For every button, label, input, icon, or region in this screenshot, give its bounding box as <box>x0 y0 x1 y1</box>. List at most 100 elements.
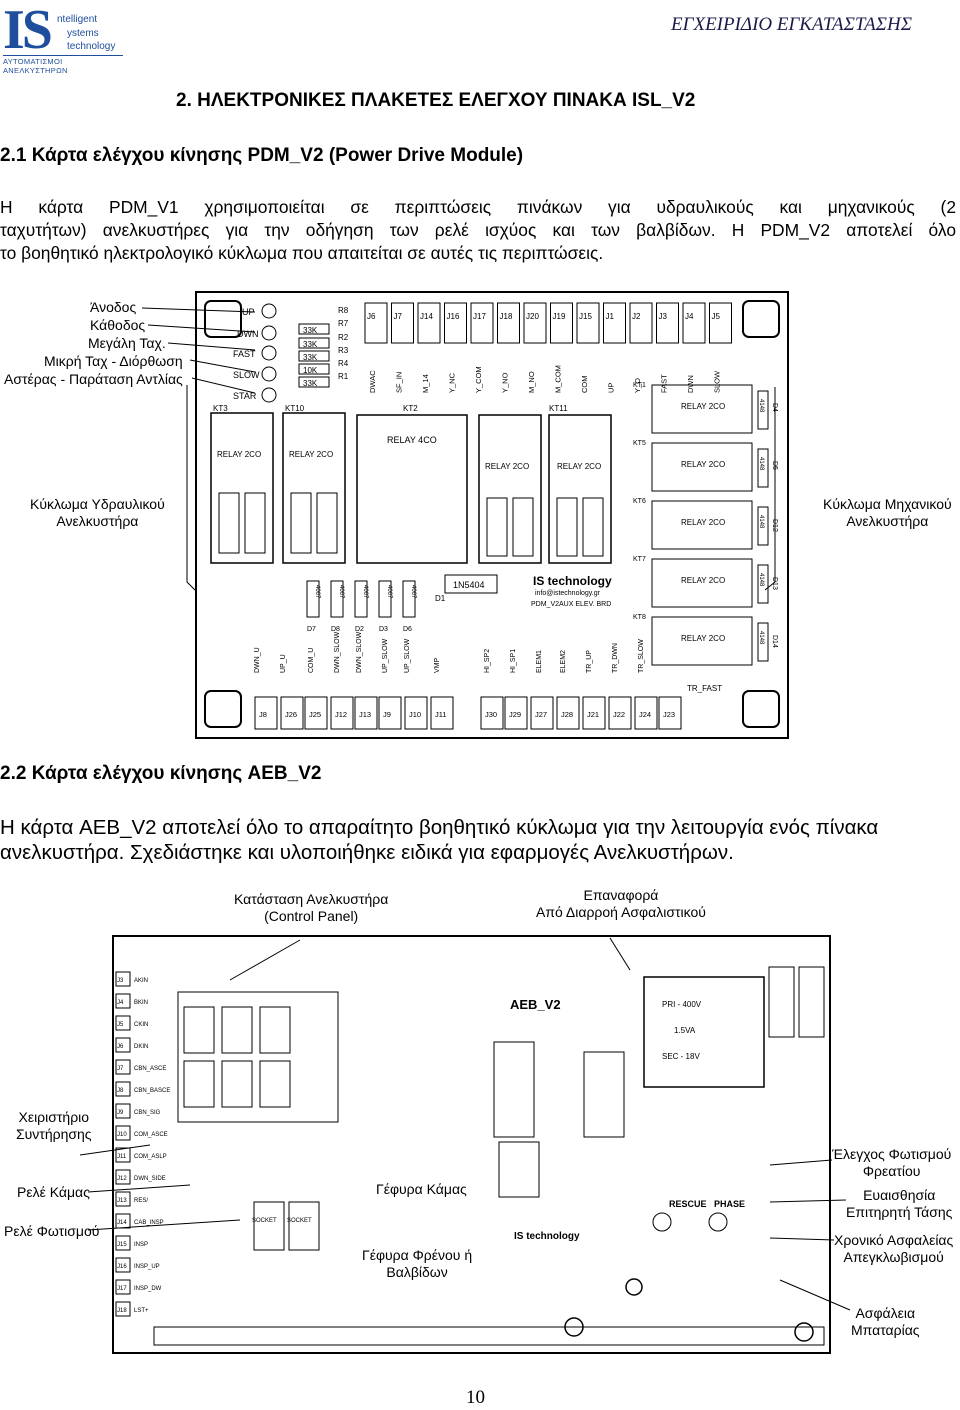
bottom-signal-label: UP_U <box>280 654 287 673</box>
top-connector <box>576 302 600 344</box>
left-signal-label: CBN_SIG <box>134 1110 161 1116</box>
bottom-diode-ref: D7 <box>307 626 316 633</box>
bottom-signal-label: DWN_SLOW <box>356 631 363 673</box>
bottom-connector-label: J27 <box>535 710 547 719</box>
bottom-diode-ref: D2 <box>355 626 364 633</box>
callout-reset-line2: Από Διαρροή Ασφαλιστικού <box>536 904 706 920</box>
callout-mechanical-line2: Ανελκυστήρα <box>846 513 929 529</box>
bottom-connector-label: J21 <box>587 710 599 719</box>
bottom-connector <box>504 696 528 730</box>
bottom-connector-label: J24 <box>639 710 651 719</box>
callout-battery-fuse-line2: Μπαταρίας <box>851 1322 920 1338</box>
aeb-heading: 2.2 Κάρτα ελέγχου κίνησης AEB_V2 <box>0 763 322 784</box>
right-relay-ref: KT6 <box>633 498 646 505</box>
right-relay <box>651 442 753 492</box>
bottom-diode <box>306 580 320 618</box>
bottom-signal-label: UP_SLOW <box>404 638 411 673</box>
callout-hydraulic: Κύκλωμα Υδραυλικού Ανελκυστήρα <box>30 496 165 530</box>
top-signal-label: Y_O <box>633 378 642 393</box>
left-connector-label: J7 <box>117 1066 124 1072</box>
bottom-signal-label: ELEM2 <box>560 650 567 673</box>
transformer-va: 1.5VA <box>674 1026 696 1035</box>
right-diode-type: 4148 <box>758 631 764 645</box>
mounting-hole <box>742 300 780 338</box>
bottom-connector-label: J13 <box>359 710 371 719</box>
callout-reset-line1: Επαναφορά <box>583 887 659 903</box>
left-connector <box>115 971 131 987</box>
left-connector-label: J12 <box>117 1176 127 1182</box>
resistor-value: 33K <box>303 353 318 362</box>
left-signal-label: LST+ <box>134 1308 149 1314</box>
callout-control-panel-line1: Κατάσταση Ανελκυστήρα <box>234 891 389 907</box>
bottom-diode-type: 4007 <box>314 585 320 599</box>
top-signal-label: Y_COM <box>474 366 483 393</box>
top-signal-label: FAST <box>660 374 669 393</box>
relay-kt11: RELAY 2CO <box>478 414 542 564</box>
relay-type: RELAY 2CO <box>289 450 333 459</box>
bottom-diode <box>330 580 344 618</box>
top-signal-label: DWAC <box>368 370 377 393</box>
top-signal-label: Y_NC <box>448 372 457 393</box>
mounting-hole <box>204 300 242 338</box>
callout-slow: Μικρή Ταχ - Διόρθωση <box>44 353 183 369</box>
left-signal-label: CBN_BASCE <box>134 1088 170 1094</box>
bottom-connector-label: J9 <box>383 710 391 719</box>
transformer-secondary: SEC - 18V <box>662 1052 700 1061</box>
callout-shaft-light-line1: Έλεγχος Φωτισμού <box>832 1146 952 1162</box>
left-connector-label: J15 <box>117 1242 127 1248</box>
bottom-diode <box>378 580 392 618</box>
resistor-ref: R8 <box>338 306 349 315</box>
page-number: 10 <box>466 1387 485 1408</box>
callout-control-panel-line2: (Control Panel) <box>264 908 359 924</box>
callout-car-relay: Ρελέ Κάμας <box>17 1184 90 1200</box>
left-signal-label: INSP_UP <box>134 1264 160 1270</box>
callout-cam-bridge: Γέφυρα Κάμας <box>374 1181 469 1198</box>
relay-ref: KT2 <box>403 404 418 413</box>
bottom-connector-label: J28 <box>561 710 573 719</box>
callout-mechanical: Κύκλωμα Μηχανικού Ανελκυστήρα <box>823 496 952 530</box>
phase-label: PHASE <box>714 1199 745 1209</box>
relay-type: RELAY 2CO <box>557 462 601 471</box>
left-connector-label: J11 <box>117 1154 127 1160</box>
left-connector <box>115 1257 131 1273</box>
callout-block-reset-line2: Απεγκλωβισμού <box>843 1249 944 1265</box>
aeb-paragraph-line-1: Η κάρτα AEB_V2 αποτελεί όλο το απαραίτητ… <box>0 816 879 839</box>
callout-hydraulic-line1: Κύκλωμα Υδραυλικού <box>30 496 165 512</box>
left-connector-label: J13 <box>117 1198 127 1204</box>
socket-label: SOCKET <box>287 1218 312 1224</box>
top-connector-label: J1 <box>606 312 615 321</box>
bottom-signal-label: COM_U <box>308 648 315 673</box>
top-connector-label: J20 <box>526 312 539 321</box>
top-connector-label: J2 <box>632 312 641 321</box>
right-diode <box>757 390 769 430</box>
pdm-paragraph-line-3: το βοηθητικό ηλεκτρολογικό κύκλωμα που α… <box>0 243 604 263</box>
left-signal-label: CAB_INSP <box>134 1220 164 1226</box>
right-diode-type: 4148 <box>758 457 764 471</box>
top-connector-label: J5 <box>712 312 721 321</box>
relay-kt3: KT3 RELAY 2CO <box>210 404 274 564</box>
top-connector <box>523 302 547 344</box>
bottom-connector <box>378 696 402 730</box>
bottom-connector-label: J23 <box>663 710 675 719</box>
pdm-callout-arrows <box>141 307 776 591</box>
logo-word-systems: ystems <box>67 28 99 39</box>
bottom-diode <box>402 580 416 618</box>
left-signal-label: AKIN <box>134 978 148 984</box>
mounting-hole <box>204 690 242 728</box>
right-relay-ref: KT5 <box>633 440 646 447</box>
resistor-value: 33K <box>303 340 318 349</box>
bottom-connector <box>530 696 554 730</box>
led-down <box>261 325 277 341</box>
left-signal-label: CKIN <box>134 1022 148 1028</box>
callout-sensor-line2: Επιτηρητή Τάσης <box>846 1204 953 1220</box>
bottom-signal-label: HI_SP2 <box>484 649 491 673</box>
callout-fast: Μεγάλη Ταχ. <box>88 335 166 351</box>
right-diode-ref: D14 <box>771 635 778 648</box>
callout-brake-bridge-line1: Γέφυρα Φρένου ή <box>362 1247 473 1263</box>
callout-light-relay: Ρελέ Φωτισμού <box>4 1223 100 1239</box>
top-signal-label: SLOW <box>713 370 722 393</box>
bottom-connector <box>582 696 606 730</box>
